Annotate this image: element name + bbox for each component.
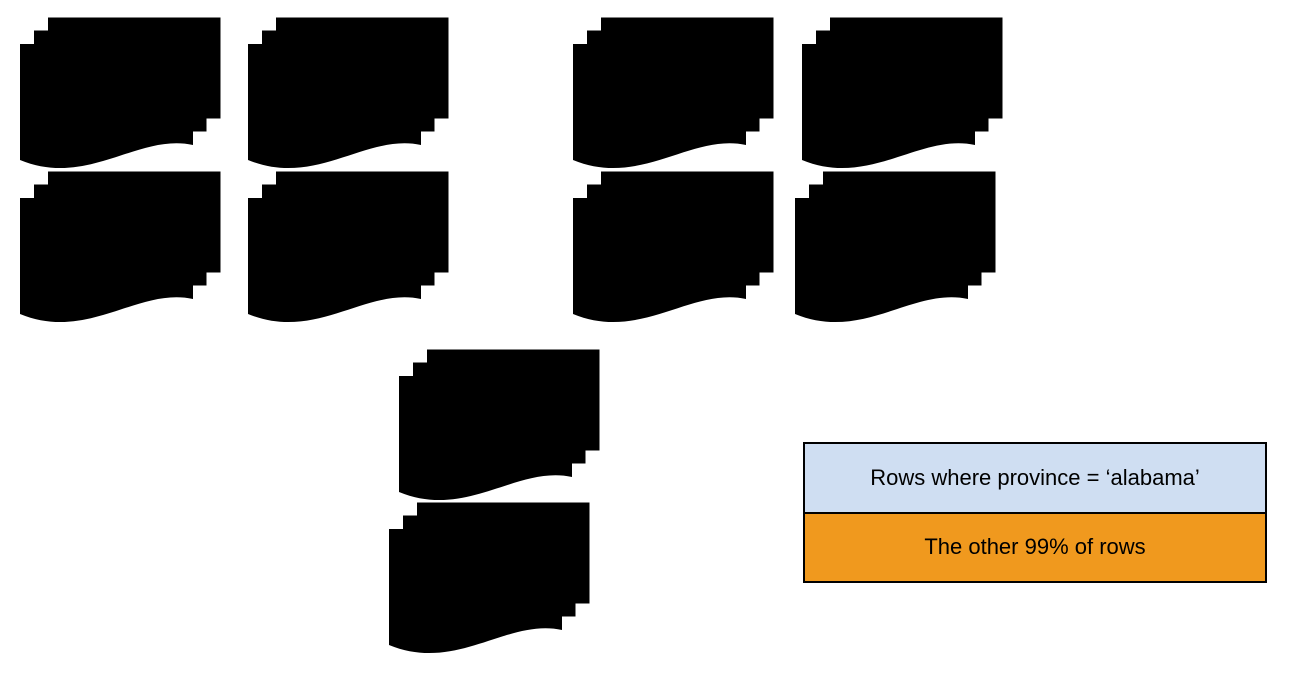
region-stack-eu-west-1: eu-west-1 [571,16,777,169]
region-stack-us-west-1: us-west-1 [18,16,224,169]
region-stack-eu-west-2: eu-west-2 [571,170,777,323]
document-stack-icon [20,171,221,323]
document-stack-icon [573,17,774,169]
region-stack-us-west-2: us-west-2 [18,170,224,323]
legend: Rows where province = ‘alabama’ The othe… [803,442,1267,583]
region-stack-ap-east-2: ap-east-2 [387,501,593,654]
region-stack-us-east-2: us-east-2 [246,170,452,323]
region-stack-eu-east-2: eu-east-2 [793,170,999,323]
region-stack-ap-east-1: ap-east-1 [397,348,603,501]
region-stack-eu-east-1: eu-east-1 [800,16,1006,169]
document-stack-icon [20,17,221,169]
document-stack-icon [399,349,600,501]
document-stack-icon [573,171,774,323]
document-stack-icon [248,171,449,323]
document-stack-icon [389,502,590,654]
legend-item-other-rows: The other 99% of rows [805,511,1265,581]
document-stack-icon [795,171,996,323]
legend-item-alabama-rows: Rows where province = ‘alabama’ [805,444,1265,512]
region-stack-us-east-1: us-east-1 [246,16,452,169]
document-stack-icon [248,17,449,169]
document-stack-icon [802,17,1003,169]
